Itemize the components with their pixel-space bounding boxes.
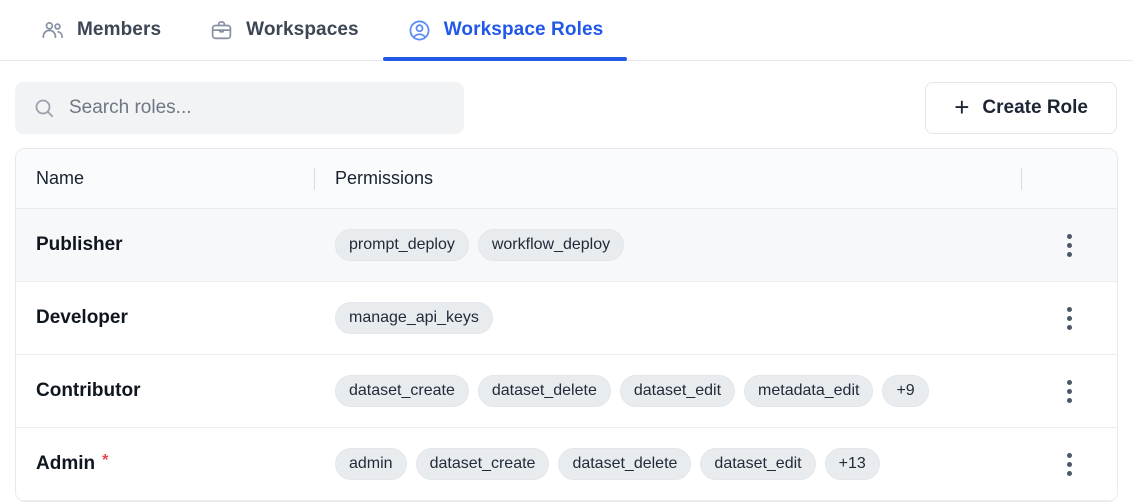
actions-cell [1022, 443, 1117, 486]
row-menu-button[interactable] [1057, 297, 1082, 340]
permission-tag: admin [335, 447, 407, 481]
create-role-button[interactable]: + Create Role [925, 82, 1117, 134]
plus-icon: + [954, 92, 970, 122]
permission-tag: dataset_edit [700, 447, 816, 481]
permission-tag: dataset_create [335, 374, 469, 408]
role-name: Publisher [36, 234, 123, 255]
permission-tag: dataset_delete [477, 374, 611, 408]
tab-members[interactable]: Members [16, 0, 185, 60]
required-marker: * [102, 452, 109, 469]
permission-tag: prompt_deploy [335, 228, 469, 262]
search-input[interactable] [69, 97, 447, 119]
create-role-label: Create Role [982, 97, 1088, 118]
tab-label: Members [77, 19, 162, 40]
toolbar: + Create Role [0, 61, 1133, 148]
kebab-dot [1067, 461, 1072, 467]
table-row: Developer manage_api_keys [16, 282, 1117, 355]
column-divider [314, 167, 315, 190]
tab-bar: Members Workspaces Workspace Roles [0, 0, 1133, 61]
tab-label: Workspaces [246, 19, 359, 40]
column-header-name: Name [36, 168, 85, 188]
actions-cell [1022, 370, 1117, 413]
permission-tag: dataset_delete [558, 447, 692, 481]
user-circle-icon [407, 18, 432, 43]
kebab-dot [1067, 470, 1072, 476]
permission-tag: dataset_create [415, 447, 550, 481]
permissions-cell: manage_api_keys [315, 301, 1022, 335]
actions-cell [1022, 224, 1117, 267]
briefcase-icon [209, 18, 234, 43]
kebab-dot [1067, 397, 1072, 403]
row-menu-button[interactable] [1057, 370, 1082, 413]
actions-cell [1022, 297, 1117, 340]
kebab-dot [1067, 306, 1072, 312]
tab-label: Workspace Roles [443, 19, 604, 40]
more-permissions-badge: +13 [824, 447, 880, 481]
column-header-permissions: Permissions [335, 168, 434, 188]
permission-tag: workflow_deploy [477, 228, 625, 262]
table-header: Name Permissions [16, 149, 1117, 209]
kebab-dot [1067, 324, 1072, 330]
kebab-dot [1067, 315, 1072, 321]
permission-tag: manage_api_keys [335, 301, 493, 335]
column-divider [1021, 167, 1022, 190]
role-name: Developer [36, 307, 128, 328]
role-name: Admin* [36, 452, 109, 474]
more-permissions-badge: +9 [882, 374, 929, 408]
search-icon [32, 96, 56, 120]
search-box[interactable] [15, 82, 464, 134]
kebab-dot [1067, 242, 1072, 248]
kebab-dot [1067, 251, 1072, 257]
kebab-dot [1067, 452, 1072, 458]
users-icon [40, 18, 65, 43]
kebab-dot [1067, 388, 1072, 394]
role-name: Contributor [36, 380, 141, 401]
kebab-dot [1067, 233, 1072, 239]
row-menu-button[interactable] [1057, 443, 1082, 486]
permission-tag: dataset_edit [619, 374, 736, 408]
tab-workspace-roles[interactable]: Workspace Roles [382, 0, 628, 61]
tab-workspaces[interactable]: Workspaces [185, 0, 383, 60]
permission-tag: metadata_edit [744, 374, 874, 408]
row-menu-button[interactable] [1057, 224, 1082, 267]
kebab-dot [1067, 379, 1072, 385]
